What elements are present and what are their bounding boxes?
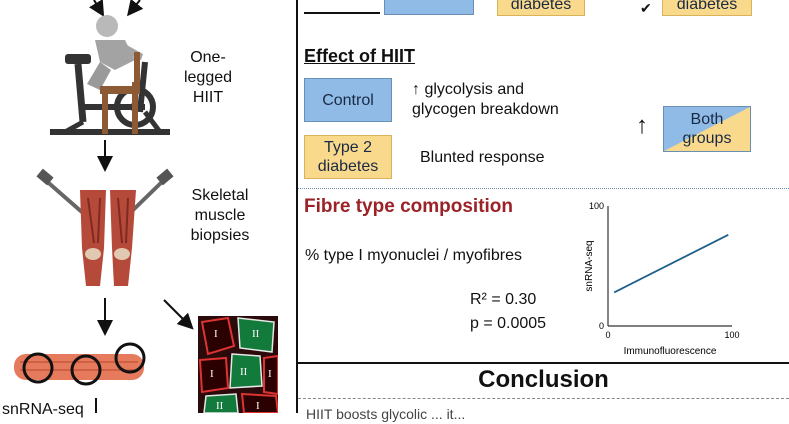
both-groups-label: Both groups: [682, 111, 732, 147]
chart-xtick-right: 100: [724, 330, 739, 340]
p-value: p = 0.0005: [470, 315, 547, 332]
chart-regression-line-0: [613, 233, 729, 294]
correlation-chart: 100 0 0 100 Immunofluorescence snRNA-seq: [584, 201, 740, 357]
muscle-biopsy-legs-icon: [36, 168, 174, 286]
snrna-label: snRNA-seq: [2, 401, 84, 418]
biopsy-label-line3: biopsies: [190, 227, 250, 244]
chart-ytick-top: 100: [589, 201, 604, 211]
fibre-numeral-6: II: [216, 400, 224, 412]
arrow-to-fibre: [97, 298, 113, 336]
fibre-numeral-5: I: [268, 368, 272, 380]
chart-xtick-left: 0: [605, 330, 610, 340]
top-blue-box: [384, 0, 474, 15]
top-arrow-tip: ✔: [640, 0, 652, 16]
arrow-to-biopsy: [97, 140, 113, 172]
top-yellow-box-2: diabetes: [662, 0, 752, 16]
hiit-label-line1: One-legged: [183, 49, 233, 86]
fibre-title: Fibre type composition: [304, 196, 514, 217]
biopsy-label-line2: muscle: [194, 207, 246, 224]
chart-xlabel: Immunofluorescence: [624, 346, 717, 357]
top-yellow-box-1: diabetes: [497, 0, 585, 16]
fibre-numeral-3: I: [210, 368, 214, 380]
up-arrow-icon: ↑: [636, 112, 648, 139]
t2d-effect-text: Blunted response: [420, 149, 545, 166]
r2-value: R² = 0.30: [470, 291, 537, 308]
control-effect-line1: ↑ glycolysis and: [412, 81, 525, 98]
section-divider-dotted: [298, 188, 789, 189]
control-label: Control: [322, 91, 374, 109]
hiit-effect-title: Effect of HIIT: [304, 46, 415, 66]
fibre-numeral-7: I: [256, 400, 260, 412]
snrna-arrow-stub: [95, 398, 97, 413]
top-arrows: [89, 0, 144, 17]
hiit-label-line2: HIIT: [192, 89, 224, 106]
conclusion-title: Conclusion: [478, 366, 609, 393]
exercise-bike-icon: [50, 15, 170, 135]
immunofluorescence-image: I II I II I II I: [198, 316, 278, 413]
muscle-fibre-icon: [14, 342, 146, 386]
t2d-label-line1: Type 2: [323, 139, 373, 156]
biopsy-label: Skeletal muscle biopsies: [180, 186, 260, 246]
chart-ylabel: snRNA-seq: [584, 240, 595, 291]
fibre-numeral-2: II: [252, 328, 260, 340]
control-box: Control: [304, 78, 392, 122]
t2d-label-line2: diabetes: [317, 158, 379, 175]
control-effect-text: ↑ glycolysis and glycogen breakdown: [412, 80, 559, 120]
fibre-subtitle: % type I myonuclei / myofibres: [305, 247, 522, 264]
hiit-label: One-legged HIIT: [168, 48, 248, 108]
fibre-numeral-4: II: [240, 366, 248, 378]
chart-ytick-bottom: 0: [599, 321, 604, 331]
top-diabetes-label-2: diabetes: [676, 0, 738, 13]
conclusion-top-border: [298, 362, 789, 364]
conclusion-divider-dashed: [298, 398, 789, 399]
arrow-to-immunofluorescence: [163, 299, 194, 330]
top-underline-stub: [304, 12, 380, 14]
control-effect-line2: glycogen breakdown: [412, 101, 559, 118]
t2d-box: Type 2 diabetes: [304, 135, 392, 179]
top-diabetes-label-1: diabetes: [510, 0, 572, 13]
biopsy-label-line1: Skeletal: [191, 187, 249, 204]
conclusion-partial-text: HIIT boosts glycolic ... it...: [306, 406, 466, 422]
panel-left-border: [296, 0, 298, 413]
fibre-numeral-1: I: [214, 328, 218, 340]
both-groups-box: Both groups: [663, 106, 751, 152]
